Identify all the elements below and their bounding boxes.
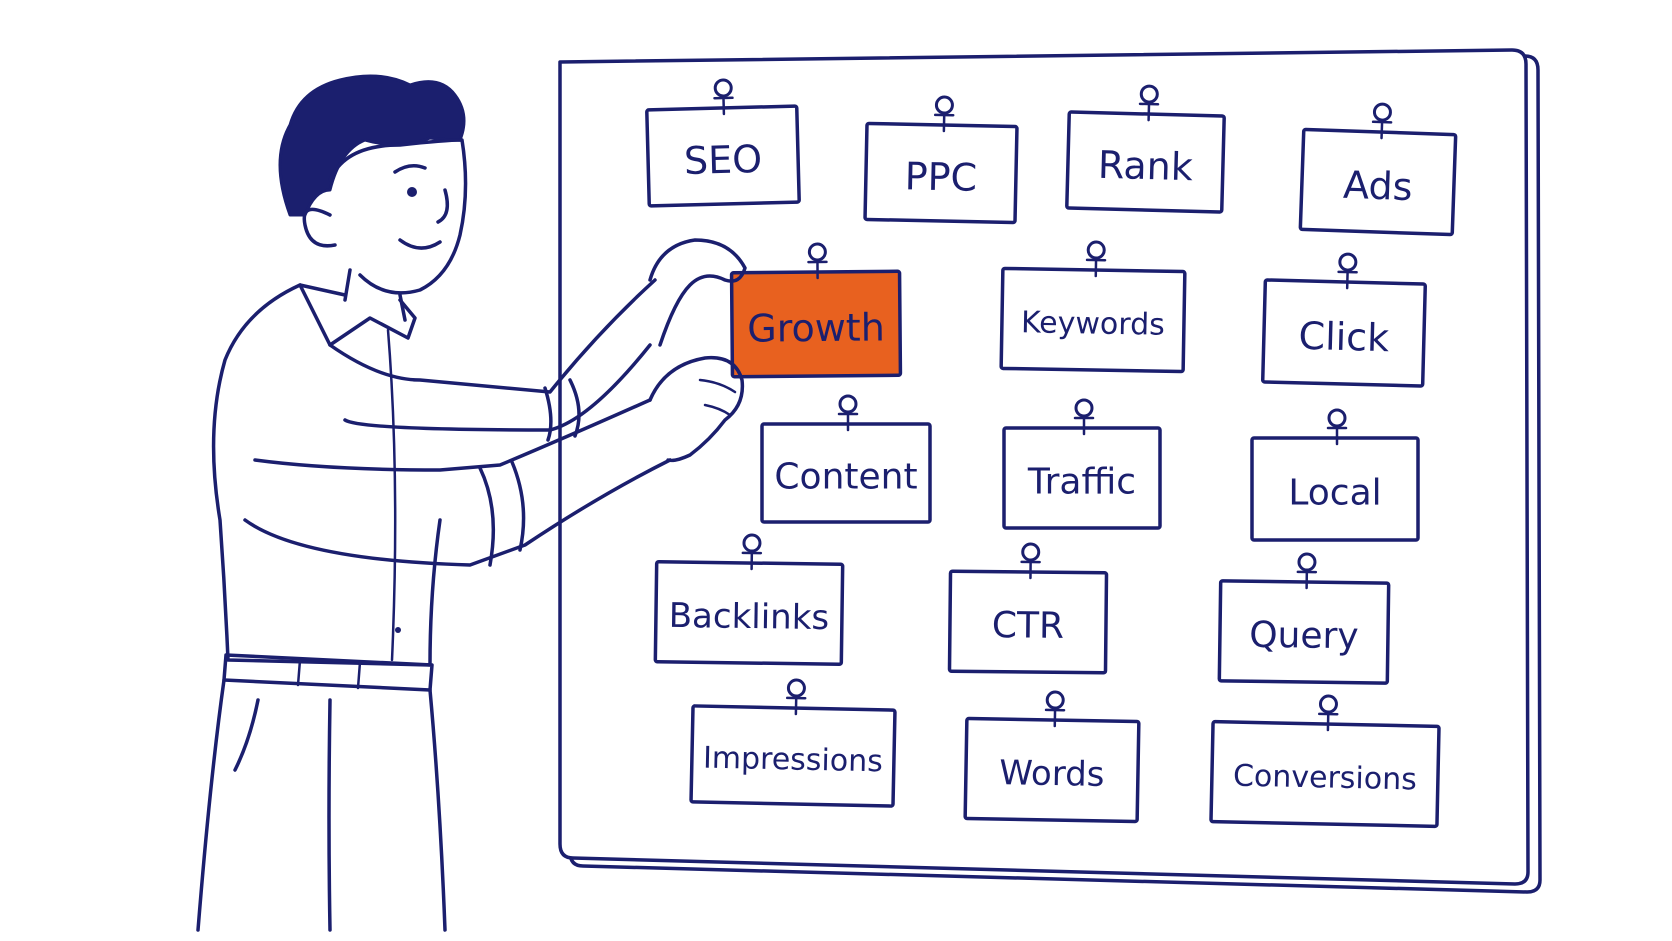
card-paper bbox=[963, 716, 1141, 824]
card-paper bbox=[947, 569, 1109, 675]
card-label: Keywords bbox=[1021, 305, 1165, 343]
neck bbox=[343, 268, 407, 322]
card-paper bbox=[1209, 719, 1441, 829]
card-growth: Growth bbox=[729, 242, 903, 379]
front-arm bbox=[243, 398, 672, 567]
pants bbox=[196, 678, 447, 932]
card-paper bbox=[1250, 436, 1420, 542]
back-hand bbox=[648, 238, 747, 347]
pushpin-icon bbox=[713, 78, 734, 116]
eye bbox=[407, 187, 417, 197]
card-paper bbox=[863, 121, 1019, 225]
card-impressions: Impressions bbox=[689, 678, 897, 808]
card-paper bbox=[653, 559, 845, 667]
card-paper bbox=[645, 104, 801, 208]
card-label: Local bbox=[1288, 473, 1381, 514]
ear bbox=[302, 207, 337, 248]
card-label: Ads bbox=[1342, 163, 1413, 209]
card-label: CTR bbox=[992, 605, 1065, 647]
card-ads: Ads bbox=[1298, 102, 1458, 237]
front-cuff bbox=[478, 460, 526, 567]
card-paper bbox=[999, 266, 1187, 374]
pushpin-icon bbox=[1326, 408, 1348, 446]
shirt-button bbox=[395, 627, 401, 633]
pushpin-icon bbox=[933, 95, 955, 133]
hair bbox=[278, 74, 466, 217]
card-paper bbox=[1298, 127, 1458, 237]
card-label: SEO bbox=[684, 137, 763, 183]
smile bbox=[398, 238, 442, 250]
pushpin-icon bbox=[1337, 252, 1358, 290]
card-words: Words bbox=[963, 690, 1141, 824]
card-label: Click bbox=[1298, 314, 1390, 360]
card-keywords: Keywords bbox=[999, 240, 1187, 374]
card-ppc: PPC bbox=[863, 95, 1019, 225]
whiteboard-back-edge bbox=[568, 54, 1542, 894]
card-query: Query bbox=[1217, 552, 1391, 685]
card-ctr: CTR bbox=[947, 542, 1109, 675]
finger-lines bbox=[698, 378, 737, 417]
card-label: Rank bbox=[1097, 143, 1193, 189]
belt-loops bbox=[296, 658, 362, 690]
card-label: PPC bbox=[904, 154, 977, 200]
person bbox=[196, 74, 747, 932]
card-seo: SEO bbox=[645, 78, 801, 208]
card-paper bbox=[1002, 426, 1162, 530]
card-label: Conversions bbox=[1233, 759, 1418, 798]
card-rank: Rank bbox=[1065, 84, 1226, 214]
card-paper bbox=[1260, 278, 1428, 388]
card-paper bbox=[689, 704, 897, 808]
card-label: Traffic bbox=[1027, 462, 1136, 503]
eyebrow bbox=[393, 164, 427, 174]
pushpin-icon bbox=[1318, 694, 1339, 732]
shirt bbox=[211, 283, 442, 667]
card-label: Impressions bbox=[703, 741, 884, 780]
card-paper bbox=[760, 422, 932, 524]
pushpin-icon bbox=[1296, 552, 1318, 590]
card-backlinks: Backlinks bbox=[653, 533, 845, 667]
pushpin-icon bbox=[1020, 542, 1041, 580]
nose bbox=[436, 188, 450, 224]
card-label: Content bbox=[774, 457, 917, 498]
card-label: Query bbox=[1249, 615, 1359, 658]
card-paper bbox=[1217, 579, 1391, 685]
card-conversions: Conversions bbox=[1209, 694, 1441, 829]
back-arm bbox=[328, 278, 657, 432]
card-label: Backlinks bbox=[668, 596, 829, 638]
pushpin-icon bbox=[1044, 690, 1066, 728]
card-label: Words bbox=[999, 753, 1105, 795]
pushpin-icon bbox=[1073, 398, 1095, 436]
pushpin-icon bbox=[1138, 84, 1160, 122]
front-hand bbox=[648, 355, 745, 463]
face bbox=[328, 138, 468, 295]
card-local: Local bbox=[1250, 408, 1420, 542]
card-label: Growth bbox=[747, 305, 885, 350]
card-traffic: Traffic bbox=[1002, 398, 1162, 530]
pushpin-icon bbox=[837, 394, 859, 432]
pushpin-icon bbox=[1085, 240, 1107, 278]
pushpin-icon bbox=[741, 533, 763, 571]
pushpin-icon bbox=[807, 242, 828, 280]
shirt-placket bbox=[386, 328, 397, 662]
pushpin-icon bbox=[1371, 102, 1393, 140]
card-content: Content bbox=[760, 394, 932, 524]
card-paper bbox=[1065, 110, 1226, 214]
pushpin-icon bbox=[785, 678, 807, 716]
card-paper bbox=[729, 269, 903, 379]
card-click: Click bbox=[1260, 252, 1428, 388]
